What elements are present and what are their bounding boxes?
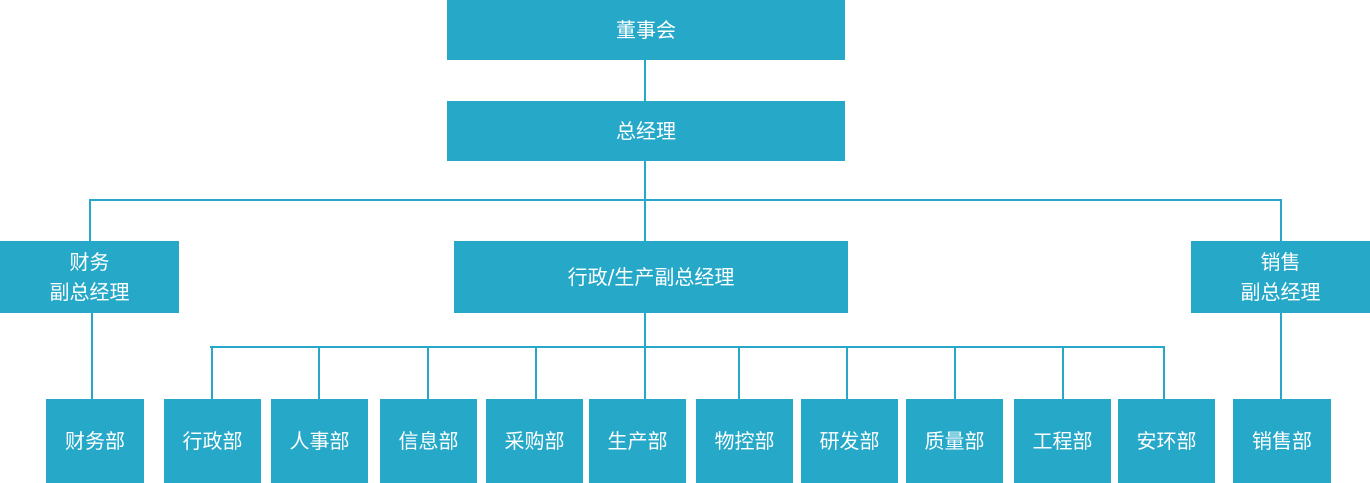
connector-to-dept-materials (738, 346, 740, 399)
node-general-manager: 总经理 (447, 101, 845, 161)
node-dept-purchasing: 采购部 (486, 399, 583, 483)
connector-admin-prod-down (644, 313, 646, 347)
node-dept-production: 生产部 (589, 399, 686, 483)
connector-dept-bus (210, 346, 1165, 348)
node-dept-finance: 财务部 (46, 399, 144, 483)
node-dept-rnd: 研发部 (801, 399, 898, 483)
node-dept-admin: 行政部 (164, 399, 261, 483)
connector-to-vp-admin-prod (644, 199, 646, 241)
connector-gm-down (644, 161, 646, 201)
node-vp-admin-production: 行政/生产副总经理 (454, 241, 848, 313)
connector-to-dept-quality (954, 346, 956, 399)
node-dept-engineering: 工程部 (1014, 399, 1111, 483)
connector-to-dept-purchasing (535, 346, 537, 399)
node-dept-info: 信息部 (380, 399, 477, 483)
node-dept-quality: 质量部 (906, 399, 1003, 483)
node-dept-materials: 物控部 (696, 399, 793, 483)
connector-to-dept-hr (318, 346, 320, 399)
connector-to-dept-info (427, 346, 429, 399)
node-board: 董事会 (447, 0, 845, 60)
connector-to-dept-admin (211, 346, 213, 399)
connector-to-dept-ehs (1163, 346, 1165, 399)
connector-to-dept-engineering (1062, 346, 1064, 399)
connector-to-dept-rnd (846, 346, 848, 399)
node-dept-sales: 销售部 (1233, 399, 1331, 483)
connector-to-dept-production (644, 346, 646, 399)
connector-vp-sales-dept (1280, 313, 1282, 399)
node-vp-finance: 财务 副总经理 (0, 241, 179, 313)
connector-vp-bus (89, 199, 1282, 201)
node-dept-hr: 人事部 (271, 399, 368, 483)
connector-vp-finance-dept (91, 313, 93, 399)
connector-to-vp-sales (1280, 199, 1282, 241)
node-dept-ehs: 安环部 (1118, 399, 1215, 483)
connector-board-gm (644, 60, 646, 101)
connector-to-vp-finance (89, 199, 91, 241)
node-vp-sales: 销售 副总经理 (1191, 241, 1370, 313)
